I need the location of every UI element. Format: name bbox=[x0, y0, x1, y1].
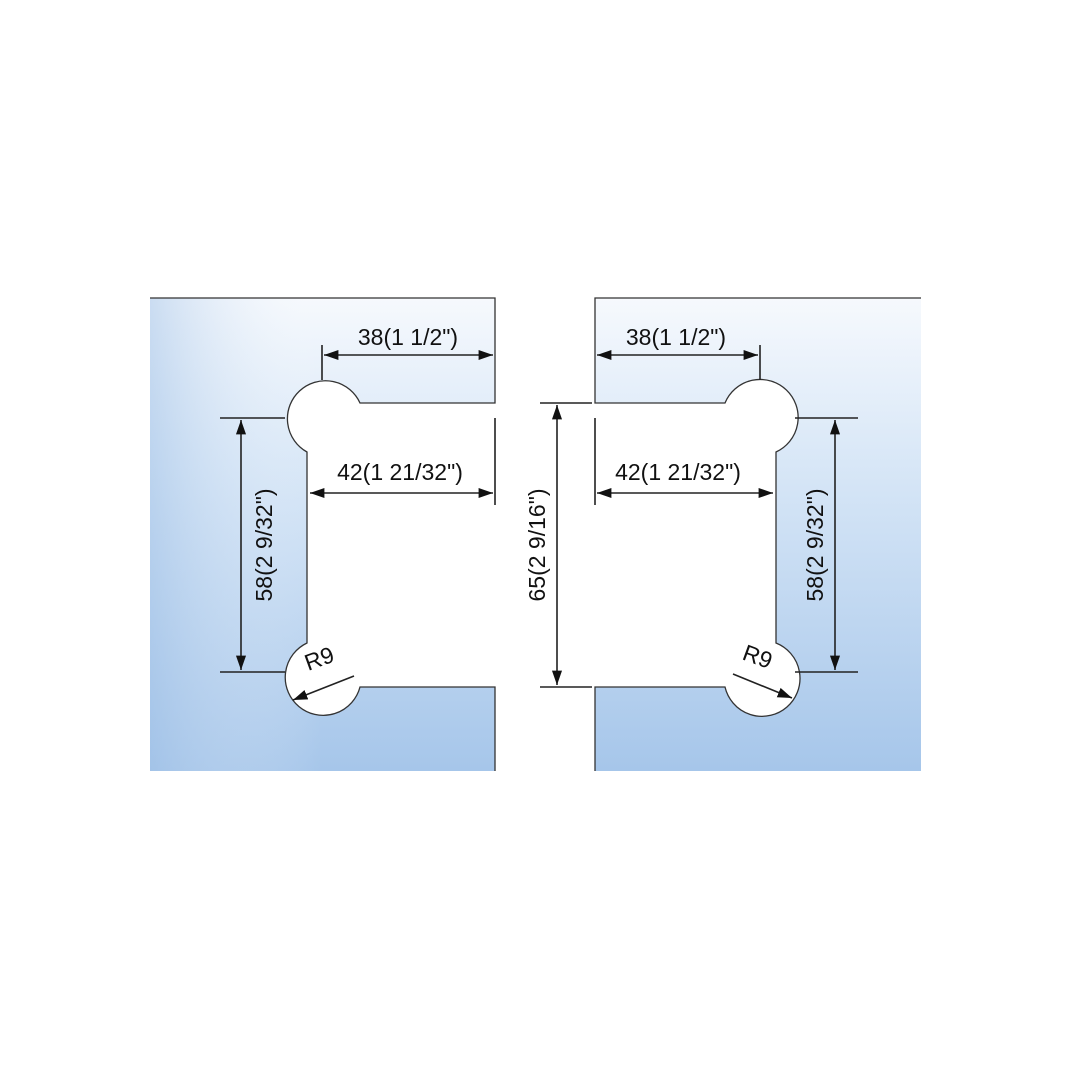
left-width-inner-label: 42(1 21/32") bbox=[337, 459, 463, 485]
left-dim-radius: R9 bbox=[292, 641, 355, 701]
left-dim-width-inner: 42(1 21/32") bbox=[310, 418, 496, 505]
left-radius-label: R9 bbox=[301, 641, 338, 675]
left-dim-height: 58(2 9/32") bbox=[220, 417, 285, 673]
center-dim-gap-height: 65(2 9/16") bbox=[524, 402, 596, 688]
left-dim-width-top: 38(1 1/2") bbox=[321, 324, 493, 380]
right-dim-radius: R9 bbox=[732, 639, 793, 699]
right-width-inner-label: 42(1 21/32") bbox=[615, 459, 741, 485]
left-width-top-label: 38(1 1/2") bbox=[358, 324, 458, 350]
right-height-label: 58(2 9/32") bbox=[802, 488, 828, 601]
right-glass-panel bbox=[594, 297, 921, 771]
gap-height-label: 65(2 9/16") bbox=[524, 488, 550, 601]
right-dim-height: 58(2 9/32") bbox=[795, 417, 858, 673]
right-dim-width-top: 38(1 1/2") bbox=[597, 324, 761, 380]
right-width-top-label: 38(1 1/2") bbox=[626, 324, 726, 350]
left-height-label: 58(2 9/32") bbox=[251, 488, 277, 601]
right-dim-width-inner: 42(1 21/32") bbox=[597, 459, 773, 499]
right-radius-label: R9 bbox=[739, 639, 776, 673]
